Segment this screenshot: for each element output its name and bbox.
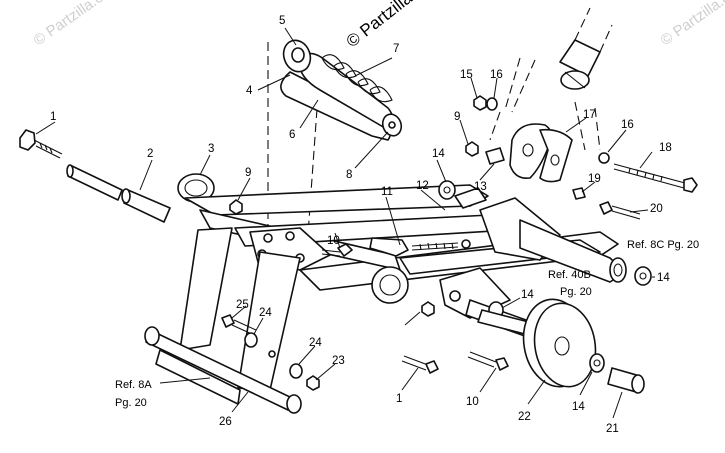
washer-24-a — [244, 332, 258, 348]
callout-2: 2 — [147, 148, 153, 160]
pin-hole — [268, 350, 276, 358]
pin-11 — [369, 237, 471, 257]
callout-4: 4 — [246, 85, 253, 97]
bolt-1-bottom — [401, 355, 439, 374]
shock-absorber — [280, 39, 403, 141]
callout-22: 22 — [518, 411, 531, 423]
bolt-1-top — [19, 129, 63, 159]
callout-24-b: 24 — [309, 337, 322, 349]
bolt-18 — [613, 163, 698, 193]
washer-14-left — [438, 180, 456, 200]
ref-8a-line2: Pg. 20 — [115, 397, 147, 409]
bolt-10-mid — [321, 243, 353, 257]
assembly-guide-lines — [267, 42, 601, 263]
ref-40b-line1: Ref. 40B — [548, 269, 591, 281]
bushing-12 — [454, 187, 487, 209]
callout-5: 5 — [279, 15, 285, 27]
leader-lines — [35, 27, 655, 419]
washer-16-right — [598, 152, 610, 164]
callout-10-bottom: 10 — [466, 396, 479, 408]
callout-14-mid: 14 — [521, 289, 534, 301]
callout-14-right: 14 — [657, 272, 670, 284]
ref-40b-line2: Pg. 20 — [560, 286, 592, 298]
callout-15: 15 — [460, 69, 473, 81]
callout-13: 13 — [474, 181, 487, 193]
washer-14-right — [634, 266, 652, 286]
callout-1-top: 1 — [50, 111, 56, 123]
callout-19: 19 — [588, 173, 601, 185]
nut-23 — [306, 375, 320, 391]
spacer-19 — [572, 187, 586, 200]
bolt-20 — [599, 201, 641, 220]
nut-9-left — [229, 199, 243, 215]
swing-arm-frame — [144, 184, 627, 414]
callout-14-bottom: 14 — [572, 401, 585, 413]
callout-6: 6 — [289, 129, 295, 141]
callout-9-left: 9 — [245, 167, 251, 179]
callout-8: 8 — [346, 169, 352, 181]
callout-20: 20 — [650, 203, 663, 215]
callout-17: 17 — [583, 109, 596, 121]
spacer-2 — [66, 164, 171, 223]
callout-9-right: 9 — [454, 111, 460, 123]
callout-25: 25 — [236, 299, 249, 311]
callout-16-top: 16 — [490, 69, 503, 81]
callout-23: 23 — [332, 355, 345, 367]
callout-26: 26 — [219, 416, 232, 428]
callout-16-right: 16 — [621, 119, 634, 131]
watermark-corner-left: © Partzilla.com — [31, 0, 124, 49]
washer-24-b — [289, 363, 303, 379]
callout-3: 3 — [208, 143, 214, 155]
callout-21: 21 — [606, 423, 619, 435]
callout-14-left: 14 — [432, 148, 445, 160]
callout-10-mid: 10 — [327, 235, 340, 247]
washer-16-top — [486, 97, 498, 111]
ref-8c-note: Ref. 8C Pg. 20 — [627, 239, 699, 251]
callout-7: 7 — [393, 43, 399, 55]
nut-9-right — [465, 141, 479, 157]
bushing-21 — [607, 367, 645, 394]
callout-11: 11 — [381, 186, 393, 198]
idler-wheel-22 — [522, 298, 597, 388]
reference-notes: Ref. 8C Pg. 20 Ref. 40B Pg. 20 Ref. 8A P… — [115, 239, 699, 409]
upper-mount-post — [559, 7, 613, 90]
washer-14-bottom — [589, 353, 605, 373]
callout-12: 12 — [416, 180, 429, 192]
bracket-17 — [509, 123, 573, 183]
nut-15 — [473, 95, 487, 111]
callout-1-bottom: 1 — [396, 393, 402, 405]
watermark-corner-right: © Partzilla.com — [658, 0, 725, 49]
bolt-10-bottom — [467, 351, 509, 371]
ref-8a-line1: Ref. 8A — [115, 379, 152, 391]
nut-9-mid — [421, 301, 435, 317]
callout-18: 18 — [659, 142, 672, 154]
callout-numbers: 1 2 3 4 5 6 7 8 9 10 11 12 14 9 13 15 16… — [50, 15, 672, 435]
ring-3 — [177, 173, 215, 203]
bolt-25 — [221, 314, 257, 336]
callout-24-a: 24 — [259, 307, 272, 319]
spacer-13 — [485, 147, 505, 165]
